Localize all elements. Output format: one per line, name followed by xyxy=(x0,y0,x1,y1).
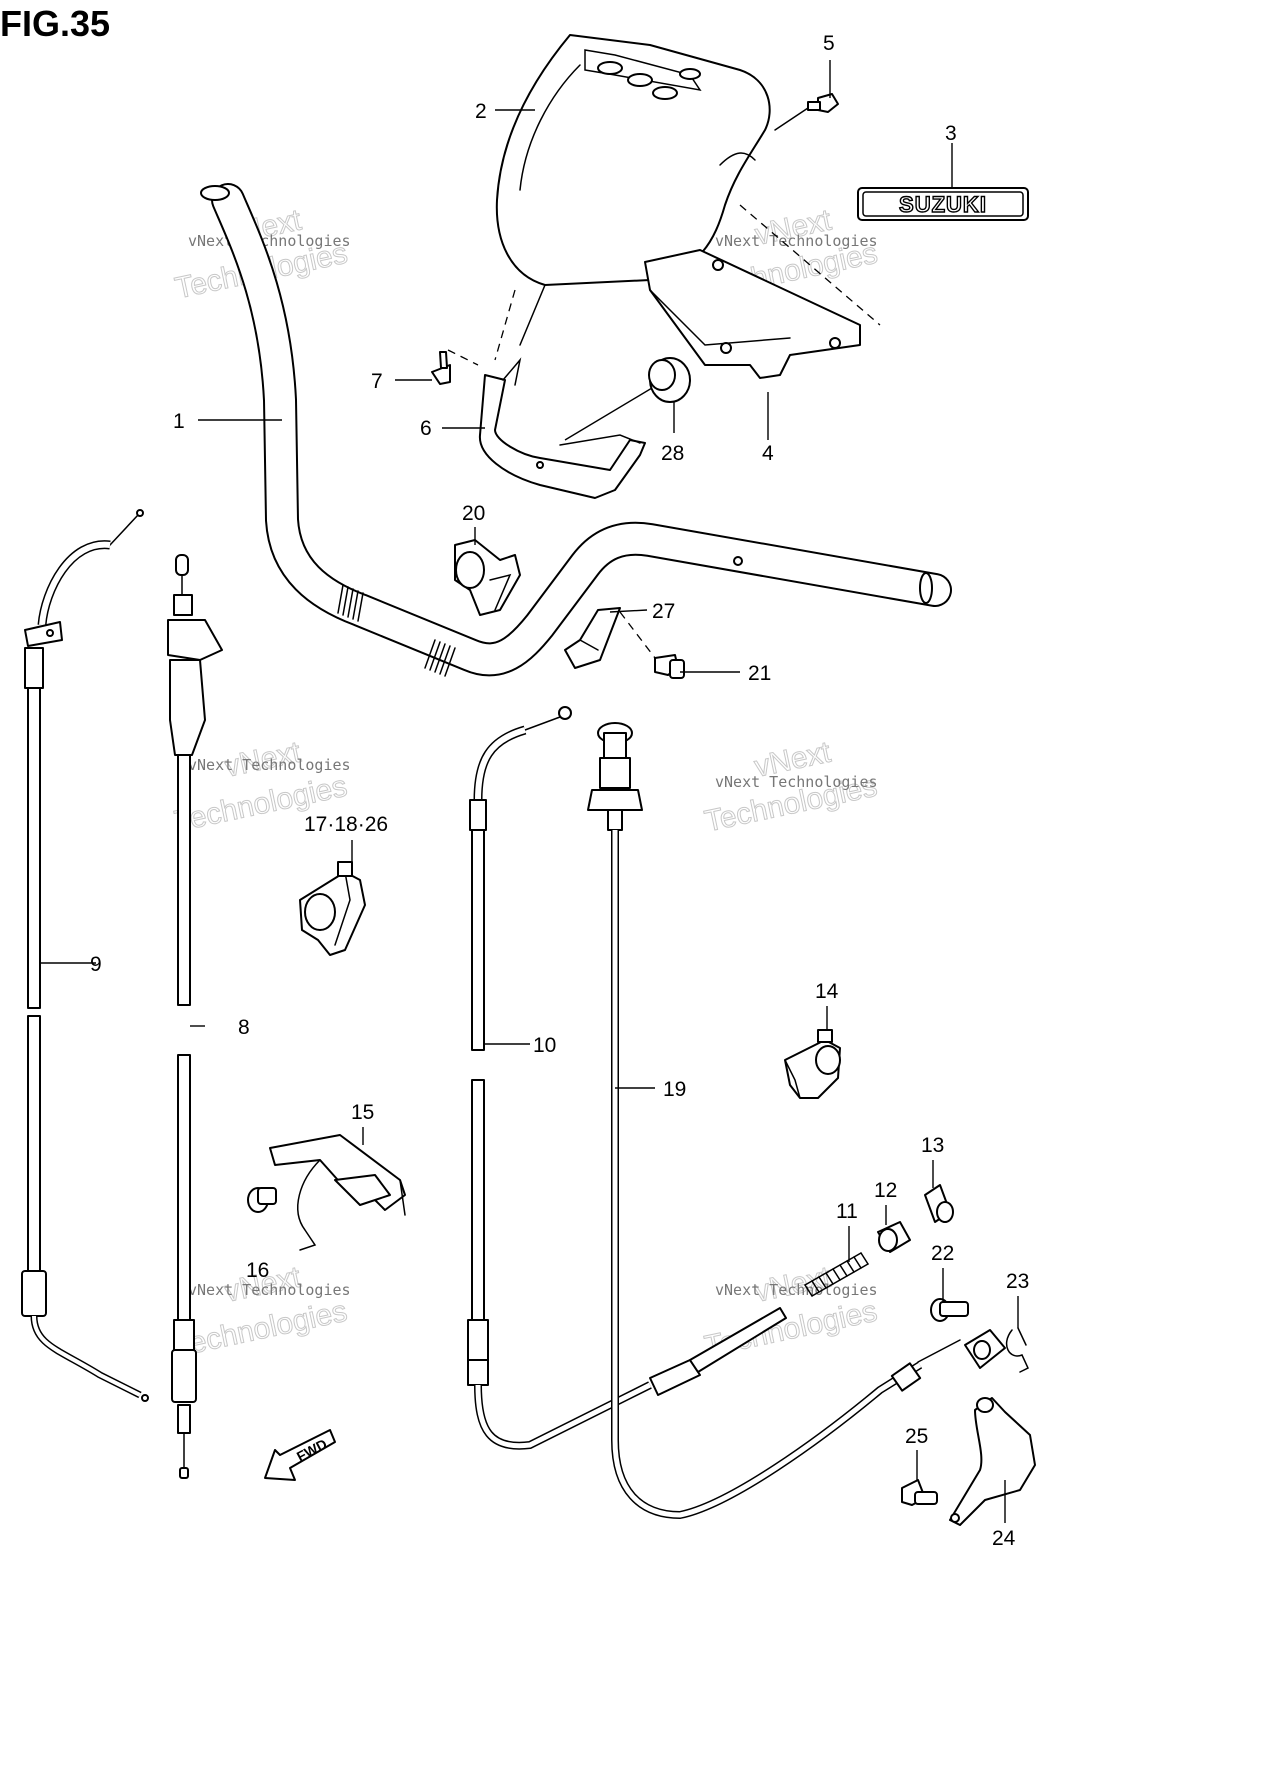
part-25-bolt xyxy=(901,1479,938,1506)
part-16-bolt xyxy=(247,1187,277,1213)
watermark-small-text: vNext Technologies xyxy=(188,232,351,250)
callout-24: 24 xyxy=(992,1527,1016,1550)
callouts: 1 2 3 4 5 6 7 8 9 10 11 12 13 14 15 16 1… xyxy=(90,32,1029,1550)
part-19-choke-cable xyxy=(587,722,961,1520)
leader-lines xyxy=(40,60,1019,1523)
watermark-large-text: Technologies xyxy=(172,1295,350,1364)
part-23-clip xyxy=(1005,1327,1029,1373)
callout-13: 13 xyxy=(921,1134,944,1157)
part-9-throttle-cable xyxy=(21,509,149,1402)
part-7-clip xyxy=(431,349,479,385)
part-4-bracket xyxy=(644,204,881,379)
callout-17-18-26: 17·18·26 xyxy=(304,813,388,836)
part-8-throttle-cable xyxy=(167,554,223,1479)
part-22-bolt xyxy=(930,1298,969,1322)
callout-16: 16 xyxy=(246,1259,269,1282)
part-11-spring xyxy=(804,1252,869,1297)
callout-4: 4 xyxy=(762,442,774,465)
watermark-small-text: vNext Technologies xyxy=(188,756,351,774)
part-27-clamp xyxy=(564,607,656,669)
callout-23: 23 xyxy=(1006,1270,1029,1293)
part-13-pin xyxy=(924,1184,954,1223)
callout-11: 11 xyxy=(836,1200,858,1223)
callout-9: 9 xyxy=(90,953,102,976)
callout-15: 15 xyxy=(351,1101,374,1124)
callout-12: 12 xyxy=(874,1179,897,1202)
callout-7: 7 xyxy=(371,370,383,393)
part-6-support xyxy=(478,357,663,499)
callout-21: 21 xyxy=(748,662,771,685)
part-15-bracket xyxy=(269,1134,406,1251)
emblem-text: SUZUKI xyxy=(899,192,987,217)
callout-22: 22 xyxy=(931,1242,954,1265)
fwd-arrow: FWD xyxy=(264,1429,336,1481)
part-3-emblem: SUZUKI xyxy=(857,187,1029,221)
watermark-small-text: vNext Technologies xyxy=(715,773,878,791)
part-12-collar xyxy=(877,1221,911,1253)
part-1-handlebar xyxy=(200,183,952,677)
callout-27: 27 xyxy=(652,600,675,623)
callout-10: 10 xyxy=(533,1034,556,1057)
callout-28: 28 xyxy=(661,442,684,465)
callout-2: 2 xyxy=(475,100,487,123)
callout-6: 6 xyxy=(420,417,432,440)
watermark-small-text: vNext Technologies xyxy=(715,1281,878,1299)
callout-25: 25 xyxy=(905,1425,928,1448)
watermark-small-text: vNext Technologies xyxy=(188,1281,351,1299)
part-21-bolt xyxy=(654,654,685,679)
part-20-clamp xyxy=(454,539,521,616)
callout-14: 14 xyxy=(815,980,839,1003)
part-5-screw xyxy=(774,93,839,131)
watermark-small-text: vNext Technologies xyxy=(715,232,878,250)
callout-1: 1 xyxy=(173,410,185,433)
part-10-cable xyxy=(467,706,787,1450)
figure-title: FIG.35 xyxy=(0,3,110,44)
callout-20: 20 xyxy=(462,502,485,525)
part-28-grommet xyxy=(648,357,691,403)
part-24-lever xyxy=(949,1397,1036,1526)
part-14-clamp xyxy=(784,1029,841,1099)
callout-8: 8 xyxy=(238,1016,250,1039)
callout-19: 19 xyxy=(663,1078,686,1101)
callout-3: 3 xyxy=(945,122,957,145)
part-17-18-26-clamp xyxy=(299,861,366,956)
callout-5: 5 xyxy=(823,32,835,55)
part-2-handlebar-cover xyxy=(494,34,771,361)
cable-end-fitting xyxy=(964,1329,1006,1369)
